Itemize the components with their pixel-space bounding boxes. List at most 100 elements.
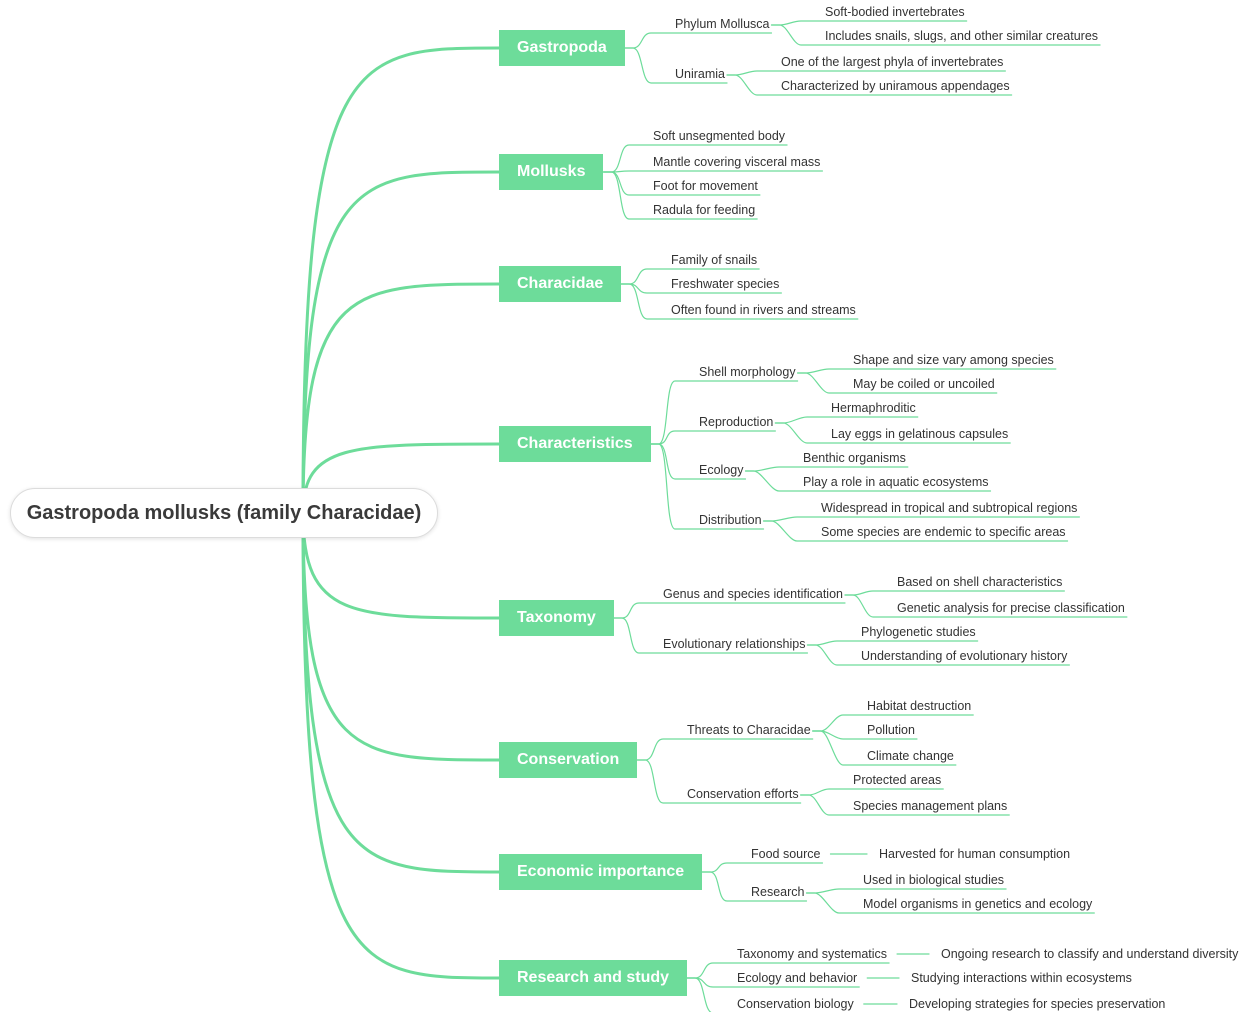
subtopic[interactable]: Taxonomy and systematics xyxy=(737,947,888,961)
connector-line xyxy=(301,511,501,874)
leaf-topic[interactable]: Habitat destruction xyxy=(867,699,972,713)
leaf-topic[interactable]: Shape and size vary among species xyxy=(853,353,1054,367)
connector-line xyxy=(301,170,501,515)
connector-line xyxy=(636,759,802,804)
leaf-topic[interactable]: Developing strategies for species preser… xyxy=(909,997,1166,1011)
connector-line xyxy=(613,617,809,654)
leaf-topic[interactable]: Climate change xyxy=(867,749,954,763)
connector-line xyxy=(650,443,765,530)
topic-characteristics[interactable]: Characteristics xyxy=(499,426,651,462)
topic-taxonomy[interactable]: Taxonomy xyxy=(499,600,614,636)
subtopic[interactable]: Evolutionary relationships xyxy=(663,637,806,651)
subtopic[interactable]: Soft unsegmented body xyxy=(653,129,786,143)
connector-line xyxy=(744,470,992,492)
leaf-topic[interactable]: Some species are endemic to specific are… xyxy=(821,525,1066,539)
connector-line xyxy=(613,602,846,619)
leaf-topic[interactable]: Protected areas xyxy=(853,773,942,787)
connector-line xyxy=(301,511,501,762)
connector-line xyxy=(844,594,1128,618)
connector-line xyxy=(602,171,758,220)
subtopic[interactable]: Ecology xyxy=(699,463,744,477)
connector-line xyxy=(774,416,919,424)
leaf-topic[interactable]: Includes snails, slugs, and other simila… xyxy=(825,29,1099,43)
subtopic[interactable]: Reproduction xyxy=(699,415,774,429)
subtopic[interactable]: Conservation efforts xyxy=(687,787,799,801)
connector-line xyxy=(301,282,501,515)
connector-line xyxy=(796,368,1057,374)
leaf-topic[interactable]: One of the largest phyla of invertebrate… xyxy=(781,55,1004,69)
connector-line xyxy=(701,862,824,873)
leaf-topic[interactable]: Understanding of evolutionary history xyxy=(861,649,1068,663)
leaf-topic[interactable]: Widespread in tropical and subtropical r… xyxy=(821,501,1078,515)
connector-line xyxy=(762,520,1069,542)
leaf-topic[interactable]: Hermaphroditic xyxy=(831,401,916,415)
connector-line xyxy=(774,422,1011,444)
connector-line xyxy=(624,47,728,84)
leaf-topic[interactable]: Based on shell characteristics xyxy=(897,575,1063,589)
topic-gastropoda[interactable]: Gastropoda xyxy=(499,30,625,66)
subtopic[interactable]: Often found in rivers and streams xyxy=(671,303,856,317)
subtopic[interactable]: Food source xyxy=(751,847,821,861)
topic-economic-importance[interactable]: Economic importance xyxy=(499,854,703,890)
connector-line xyxy=(770,24,1101,46)
connector-line xyxy=(800,794,1010,816)
connector-line xyxy=(602,170,824,173)
connector-line xyxy=(624,32,773,49)
connector-line xyxy=(301,511,501,980)
connector-line xyxy=(805,888,1007,894)
connector-line xyxy=(744,466,909,472)
subtopic[interactable]: Uniramia xyxy=(675,67,726,81)
leaf-topic[interactable]: Used in biological studies xyxy=(863,873,1005,887)
connector-line xyxy=(844,590,1065,596)
connector-line xyxy=(796,372,998,394)
connector-line xyxy=(650,380,799,445)
leaf-topic[interactable]: Ongoing research to classify and underst… xyxy=(941,947,1239,961)
topic-characidae[interactable]: Characidae xyxy=(499,266,622,302)
connector-line xyxy=(806,644,1070,666)
leaf-topic[interactable]: Play a role in aquatic ecosystems xyxy=(803,475,989,489)
leaf-topic[interactable]: Lay eggs in gelatinous capsules xyxy=(831,427,1009,441)
subtopic[interactable]: Distribution xyxy=(699,513,762,527)
connector-line xyxy=(762,516,1080,522)
connector-line xyxy=(686,977,713,1012)
connector-line xyxy=(301,46,501,515)
connector-line xyxy=(726,74,1013,96)
subtopic[interactable]: Foot for movement xyxy=(653,179,758,193)
subtopic[interactable]: Genus and species identification xyxy=(663,587,843,601)
subtopic[interactable]: Shell morphology xyxy=(699,365,796,379)
connector-line xyxy=(805,892,1095,914)
subtopic[interactable]: Research xyxy=(751,885,805,899)
topic-mollusks[interactable]: Mollusks xyxy=(499,154,604,190)
subtopic[interactable]: Family of snails xyxy=(671,253,758,267)
connector-line xyxy=(726,70,1006,76)
subtopic[interactable]: Mantle covering visceral mass xyxy=(653,155,821,169)
leaf-topic[interactable]: Genetic analysis for precise classificat… xyxy=(897,601,1125,615)
subtopic[interactable]: Radula for feeding xyxy=(653,203,756,217)
subtopic[interactable]: Ecology and behavior xyxy=(737,971,858,985)
leaf-topic[interactable]: Phylogenetic studies xyxy=(861,625,976,639)
connector-line xyxy=(806,640,979,646)
leaf-topic[interactable]: Benthic organisms xyxy=(803,451,906,465)
leaf-topic[interactable]: Soft-bodied invertebrates xyxy=(825,5,965,19)
leaf-topic[interactable]: Model organisms in genetics and ecology xyxy=(863,897,1093,911)
subtopic[interactable]: Conservation biology xyxy=(737,997,854,1011)
leaf-topic[interactable]: Characterized by uniramous appendages xyxy=(781,79,1010,93)
connector-line xyxy=(701,871,808,902)
leaf-topic[interactable]: Pollution xyxy=(867,723,915,737)
subtopic[interactable]: Freshwater species xyxy=(671,277,780,291)
leaf-topic[interactable]: Studying interactions within ecosystems xyxy=(911,971,1132,985)
topic-conservation[interactable]: Conservation xyxy=(499,742,638,778)
subtopic[interactable]: Threats to Characidae xyxy=(687,723,811,737)
leaf-topic[interactable]: May be coiled or uncoiled xyxy=(853,377,995,391)
root-topic[interactable]: Gastropoda mollusks (family Characidae) xyxy=(10,488,438,538)
connector-line xyxy=(812,730,957,766)
subtopic[interactable]: Phylum Mollusca xyxy=(675,17,770,31)
connector-line xyxy=(636,738,814,761)
leaf-topic[interactable]: Harvested for human consumption xyxy=(879,847,1071,861)
leaf-topic[interactable]: Species management plans xyxy=(853,799,1008,813)
connector-line xyxy=(800,788,944,796)
connector-line xyxy=(650,430,776,445)
connector-line xyxy=(770,20,968,26)
topic-research-and-study[interactable]: Research and study xyxy=(499,960,688,996)
